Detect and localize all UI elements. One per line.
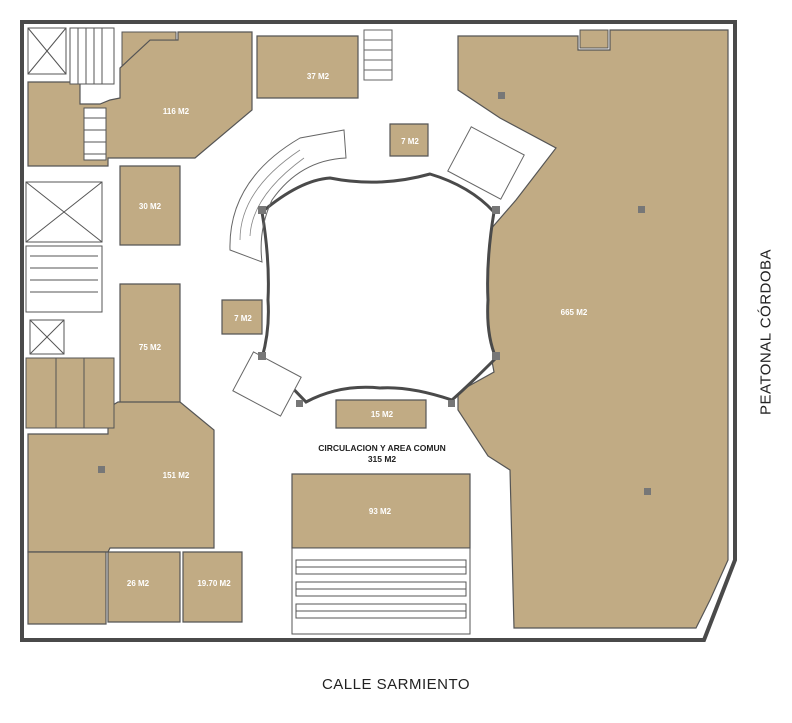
grand-staircase [229,129,347,263]
central-atrium [229,126,525,417]
unit-75-label: 75 M2 [139,343,162,352]
units-layer [27,29,729,629]
top-central-stair [363,29,393,81]
unit-26-shape[interactable] [107,551,181,623]
street-label-right: PEATONAL CÓRDOBA [757,248,775,416]
stair-mid-left [25,245,103,313]
unit-30-shape[interactable] [119,165,181,246]
unit-7-top-label: 7 M2 [401,137,419,146]
unit-15-label: 15 M2 [371,410,394,419]
service-cores [25,27,115,429]
common-area-label-line2: 315 M2 [368,454,397,464]
unit-37-label: 37 M2 [307,72,330,81]
unit-93-label: 93 M2 [369,507,392,516]
unit-top-right-notch-shape [579,29,609,49]
unit-top-left-notch-shape [121,31,177,68]
stair-top-left [69,27,115,85]
atrium-corner-bottom-left [232,351,302,417]
restrooms [25,357,115,429]
common-area-label-line1: CIRCULACION Y AREA COMUN [318,443,446,453]
unit-30-label: 30 M2 [139,202,162,211]
atrium-void [260,172,498,404]
unit-26-label: 26 M2 [127,579,150,588]
street-label-bottom: CALLE SARMIENTO [321,676,471,693]
stair-small [83,107,107,161]
unit-7-top-shape[interactable] [389,123,429,157]
unit-37-shape[interactable] [256,35,359,99]
unit-19-70-shape[interactable] [182,551,243,623]
unit-151-label: 151 M2 [163,471,190,480]
unit-665-shape[interactable] [457,29,729,629]
unit-labels: 116 M2 37 M2 7 M2 30 M2 7 M2 75 M2 151 M… [127,72,588,588]
unit-bottom-left-strip-shape [27,551,107,625]
escalators [291,547,471,635]
unit-7-left-shape[interactable] [221,299,263,335]
unit-19-70-label: 19.70 M2 [197,579,231,588]
unit-665-label: 665 M2 [561,308,588,317]
unit-15-shape[interactable] [335,399,427,429]
columns [98,92,651,495]
unit-7-left-label: 7 M2 [234,314,252,323]
atrium-corner-top-right [447,126,525,200]
unit-116-label: 116 M2 [163,107,190,116]
